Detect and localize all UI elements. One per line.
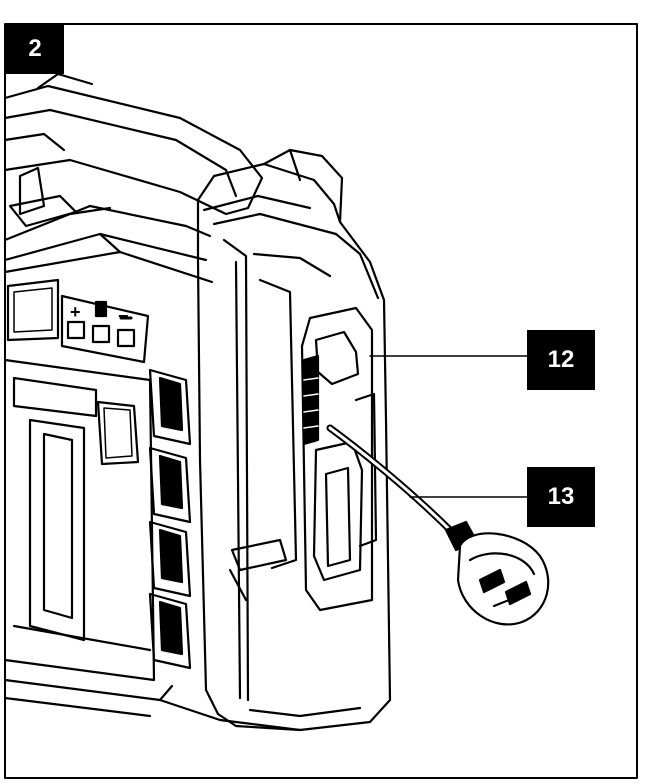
control-panel: [6, 278, 150, 364]
minus-symbol: −: [118, 306, 129, 326]
callout-13: 13: [527, 467, 595, 527]
top-housing: [3, 204, 214, 284]
plus-symbol: +: [70, 302, 81, 322]
power-plug-icon: [326, 424, 550, 626]
front-face: [3, 358, 156, 682]
side-housing: [196, 148, 392, 732]
carry-handle: [3, 72, 264, 228]
battery-slots: [148, 368, 192, 670]
figure-frame: [4, 23, 638, 779]
figure-number: 2: [6, 24, 64, 74]
callout-12: 12: [527, 330, 595, 390]
base: [3, 678, 302, 732]
